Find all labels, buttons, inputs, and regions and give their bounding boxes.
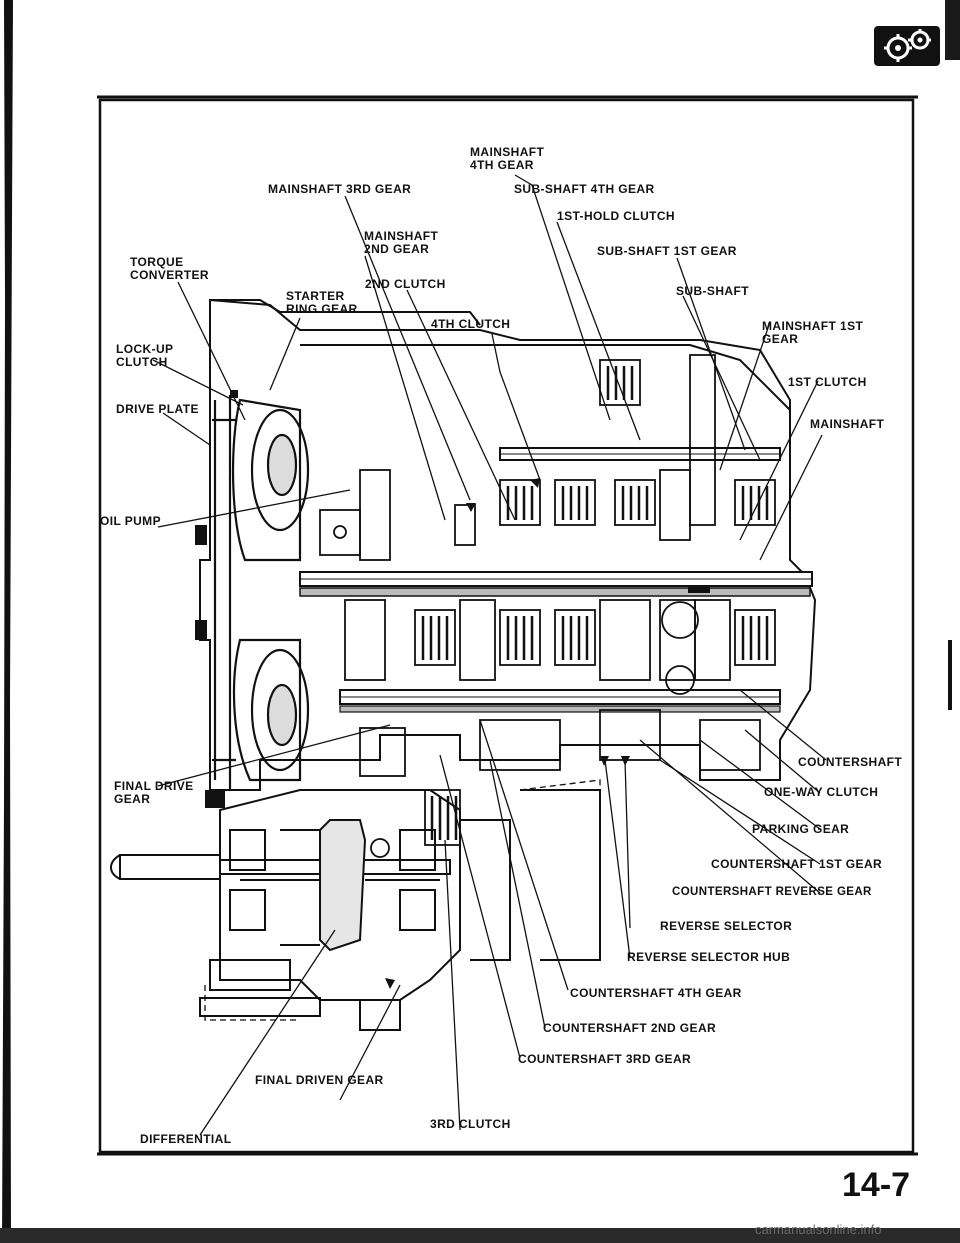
label-reverse-selector: REVERSE SELECTOR xyxy=(660,919,793,933)
label-mainshaft-1st-gear-line1: MAINSHAFT 1ST xyxy=(762,319,864,333)
figure-frame xyxy=(98,98,915,1154)
label-countershaft-3rd-gear: COUNTERSHAFT 3RD GEAR xyxy=(518,1052,692,1066)
label-1st-clutch: 1ST CLUTCH xyxy=(788,375,867,389)
label-countershaft-reverse-gear: COUNTERSHAFT REVERSE GEAR xyxy=(672,886,872,898)
label-parking-gear: PARKING GEAR xyxy=(752,822,850,836)
label-torque-converter-line2: CONVERTER xyxy=(130,268,209,282)
label-countershaft-4th-gear: COUNTERSHAFT 4TH GEAR xyxy=(570,986,742,1000)
label-drive-plate: DRIVE PLATE xyxy=(116,402,199,416)
differential-housing xyxy=(199,789,601,1031)
torque-converter xyxy=(212,395,310,790)
label-reverse-selector-hub: REVERSE SELECTOR HUB xyxy=(627,950,791,964)
shafts xyxy=(110,447,813,880)
label-final-drive-gear-line1: FINAL DRIVE xyxy=(114,779,194,793)
bolts xyxy=(195,390,710,808)
label-final-drive-gear-line2: GEAR xyxy=(114,792,151,806)
gear-icon xyxy=(874,26,940,66)
label-lockup-clutch-line1: LOCK-UP xyxy=(116,342,174,356)
page-number: 14-7 xyxy=(842,1166,911,1204)
label-mainshaft-2nd-gear-line1: MAINSHAFT xyxy=(364,229,439,243)
housing-dashed xyxy=(204,779,601,1021)
label-starter-ring-gear-line2: RING GEAR xyxy=(286,302,358,316)
label-mainshaft-2nd-gear-line2: 2ND GEAR xyxy=(364,242,430,256)
clutch-packs xyxy=(414,359,776,846)
label-mainshaft-1st-gear-line2: GEAR xyxy=(762,332,799,346)
label-countershaft-2nd-gear: COUNTERSHAFT 2ND GEAR xyxy=(543,1021,717,1035)
label-3rd-clutch: 3RD CLUTCH xyxy=(430,1117,511,1131)
label-one-way-clutch: ONE-WAY CLUTCH xyxy=(764,785,879,799)
section-logo xyxy=(872,24,942,73)
watermark: carmanualsonline.info xyxy=(755,1222,882,1237)
label-countershaft: COUNTERSHAFT xyxy=(798,755,903,769)
leader-arrowheads xyxy=(385,478,630,989)
label-subshaft-4th-gear: SUB-SHAFT 4TH GEAR xyxy=(514,182,655,196)
gears xyxy=(319,354,761,858)
leader-lines xyxy=(152,174,827,1136)
clutch-plates xyxy=(421,366,769,840)
label-torque-converter-line1: TORQUE xyxy=(130,255,184,269)
label-differential: DIFFERENTIAL xyxy=(140,1132,232,1146)
label-subshaft-1st-gear: SUB-SHAFT 1ST GEAR xyxy=(597,244,737,258)
label-mainshaft-3rd-gear: MAINSHAFT 3RD GEAR xyxy=(268,182,412,196)
label-lockup-clutch-line2: CLUTCH xyxy=(116,355,168,369)
label-subshaft: SUB-SHAFT xyxy=(676,284,749,298)
label-final-driven-gear: FINAL DRIVEN GEAR xyxy=(255,1073,384,1087)
label-2nd-clutch: 2ND CLUTCH xyxy=(365,277,446,291)
label-mainshaft: MAINSHAFT xyxy=(810,417,885,431)
label-countershaft-1st-gear: COUNTERSHAFT 1ST GEAR xyxy=(711,857,883,871)
label-starter-ring-gear-line1: STARTER xyxy=(286,289,345,303)
label-mainshaft-4th-gear-line2: 4TH GEAR xyxy=(470,158,534,172)
label-4th-clutch: 4TH CLUTCH xyxy=(431,317,511,331)
label-1st-hold-clutch: 1ST-HOLD CLUTCH xyxy=(557,209,675,223)
label-oil-pump: OIL PUMP xyxy=(100,514,161,528)
label-mainshaft-4th-gear-line1: MAINSHAFT xyxy=(470,145,545,159)
